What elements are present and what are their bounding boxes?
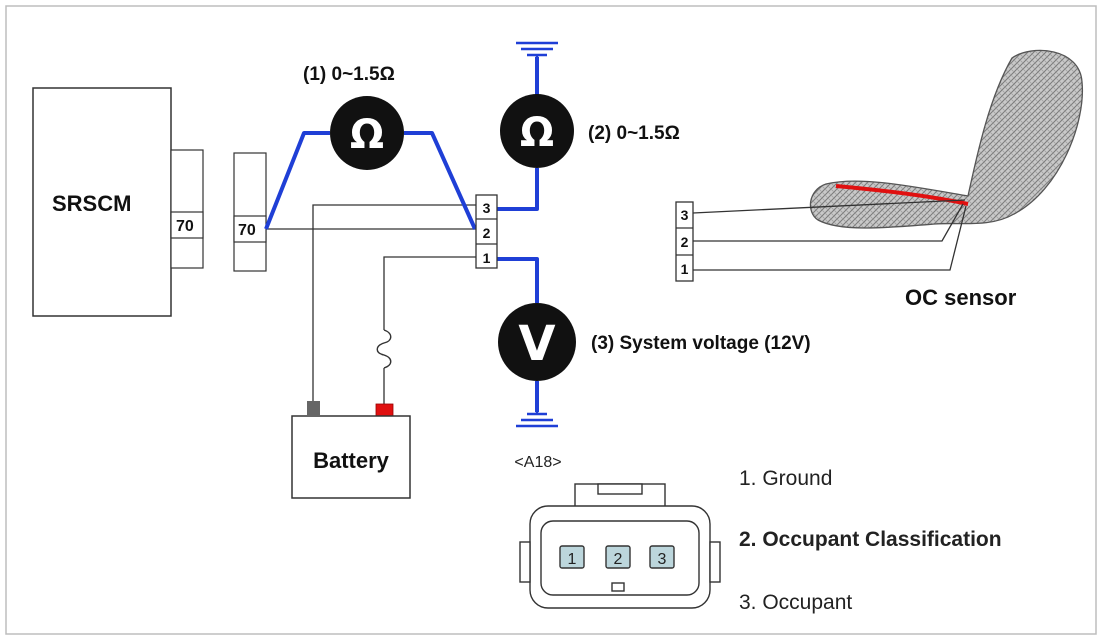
srscm-module: SRSCM 70 <box>32 87 204 317</box>
oc-sensor-connector: 3 2 1 <box>675 201 694 282</box>
battery-label: Battery <box>313 448 390 473</box>
face-pin-1: 1 <box>568 551 577 568</box>
meter-3-label: (3) System voltage (12V) <box>591 333 811 354</box>
oc-pin-2: 2 <box>681 234 689 250</box>
legend-item-ground: 1. Ground <box>739 467 832 490</box>
ohm-icon: Ω <box>520 110 554 156</box>
ground-icon <box>516 410 558 428</box>
ohmmeter-2: Ω <box>500 94 574 168</box>
srscm-label: SRSCM <box>52 191 131 216</box>
ohmmeter-1: Ω <box>330 96 404 170</box>
voltmeter-3: V <box>498 303 576 381</box>
diagram-frame <box>5 5 1097 635</box>
volt-icon: V <box>518 316 555 372</box>
circuit-wires <box>266 204 476 405</box>
battery: Battery <box>291 401 411 499</box>
fuse-icon <box>376 329 392 369</box>
ground-icon <box>516 41 558 60</box>
face-pin-2: 2 <box>614 551 623 568</box>
intermediate-connector: 70 <box>233 152 267 272</box>
meter-2-label: (2) 0~1.5Ω <box>588 123 680 144</box>
srscm-pin-70: 70 <box>176 218 194 235</box>
oc-sensor-wires <box>692 199 967 271</box>
test-leads <box>264 57 539 412</box>
seat-icon <box>809 49 1084 229</box>
ohm-icon: Ω <box>350 112 384 158</box>
oc-pin-1: 1 <box>681 261 689 277</box>
oc-pin-3: 3 <box>681 207 689 223</box>
meter-1-label: (1) 0~1.5Ω <box>303 64 395 85</box>
connector-face-pins: 1 2 3 <box>559 545 675 569</box>
connector-pin-70: 70 <box>238 222 256 239</box>
legend-item-occupant: 3. Occupant <box>739 591 852 614</box>
legend-item-occupant-classification: 2. Occupant Classification <box>739 528 1002 551</box>
face-pin-3: 3 <box>658 551 667 568</box>
a18-pin-1: 1 <box>483 250 491 266</box>
a18-pin-3: 3 <box>483 200 491 216</box>
connector-name: <A18> <box>514 454 561 471</box>
oc-sensor-label: OC sensor <box>905 285 1017 310</box>
a18-connector: 3 2 1 <box>475 194 498 269</box>
a18-pin-2: 2 <box>483 225 491 241</box>
